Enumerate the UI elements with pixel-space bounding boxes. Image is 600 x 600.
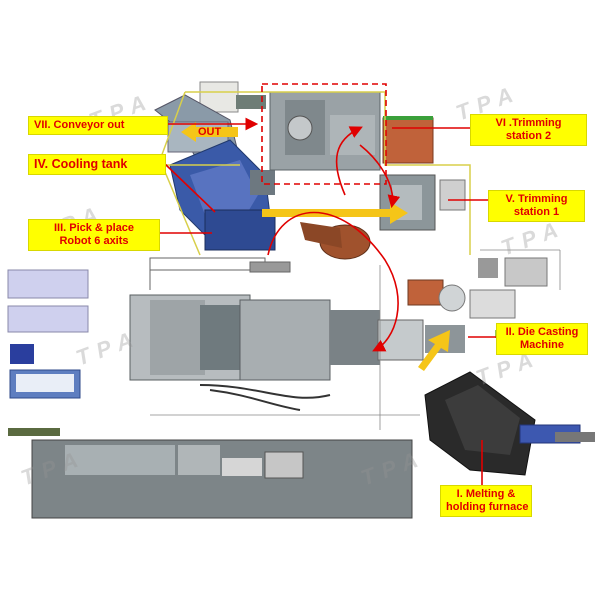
melting-furnace-label-line-1: I. Melting & <box>456 488 516 500</box>
flow-arrow-out <box>181 122 238 142</box>
trimming-station-2-highlight <box>261 83 387 185</box>
trimming-station-1-label-line-2: station 1 <box>513 206 560 218</box>
trimming-station-2-unit <box>269 91 434 171</box>
melting-furnace-unit <box>424 371 595 476</box>
cooling-tank-unit <box>169 139 276 251</box>
conveyor-out-label: VII. Conveyor out <box>28 116 168 135</box>
trimming-station-2-label-line-1: VI .Trimming <box>495 117 562 129</box>
trimming-station-1-label-line-1: V. Trimming <box>505 193 568 205</box>
melting-furnace-label-line-2: holding furnace <box>446 501 529 513</box>
flow-arrow-to-trimming-1 <box>262 202 408 224</box>
die-casting-machine-label-line-1: II. Die Casting <box>505 326 579 338</box>
pick-place-robot-label-line-2: Robot 6 axits <box>59 235 129 247</box>
pick-place-robot-label: III. Pick & place Robot 6 axits <box>28 219 160 251</box>
cooling-tank-label: IV. Cooling tank <box>28 154 166 175</box>
pick-place-robot-label-line-1: III. Pick & place <box>53 222 135 234</box>
side-components <box>7 269 89 436</box>
pick-place-frame <box>149 257 291 290</box>
trimming-station-2-label: VI .Trimming station 2 <box>470 114 587 146</box>
die-casting-machine-label-line-2: Machine <box>519 339 564 351</box>
flow-arrow-from-furnace <box>418 330 450 371</box>
die-casting-machine-label: II. Die Casting Machine <box>496 323 588 355</box>
trimming-station-1-label: V. Trimming station 1 <box>488 190 585 222</box>
robot-unit <box>300 222 371 260</box>
bottom-line <box>31 439 413 519</box>
flow-arrows <box>181 122 450 371</box>
trimming-station-2-label-line-2: station 2 <box>505 130 552 142</box>
out-arrow-label: OUT <box>198 126 222 138</box>
leader-lines <box>160 117 496 488</box>
melting-furnace-label: I. Melting & holding furnace <box>440 485 532 517</box>
